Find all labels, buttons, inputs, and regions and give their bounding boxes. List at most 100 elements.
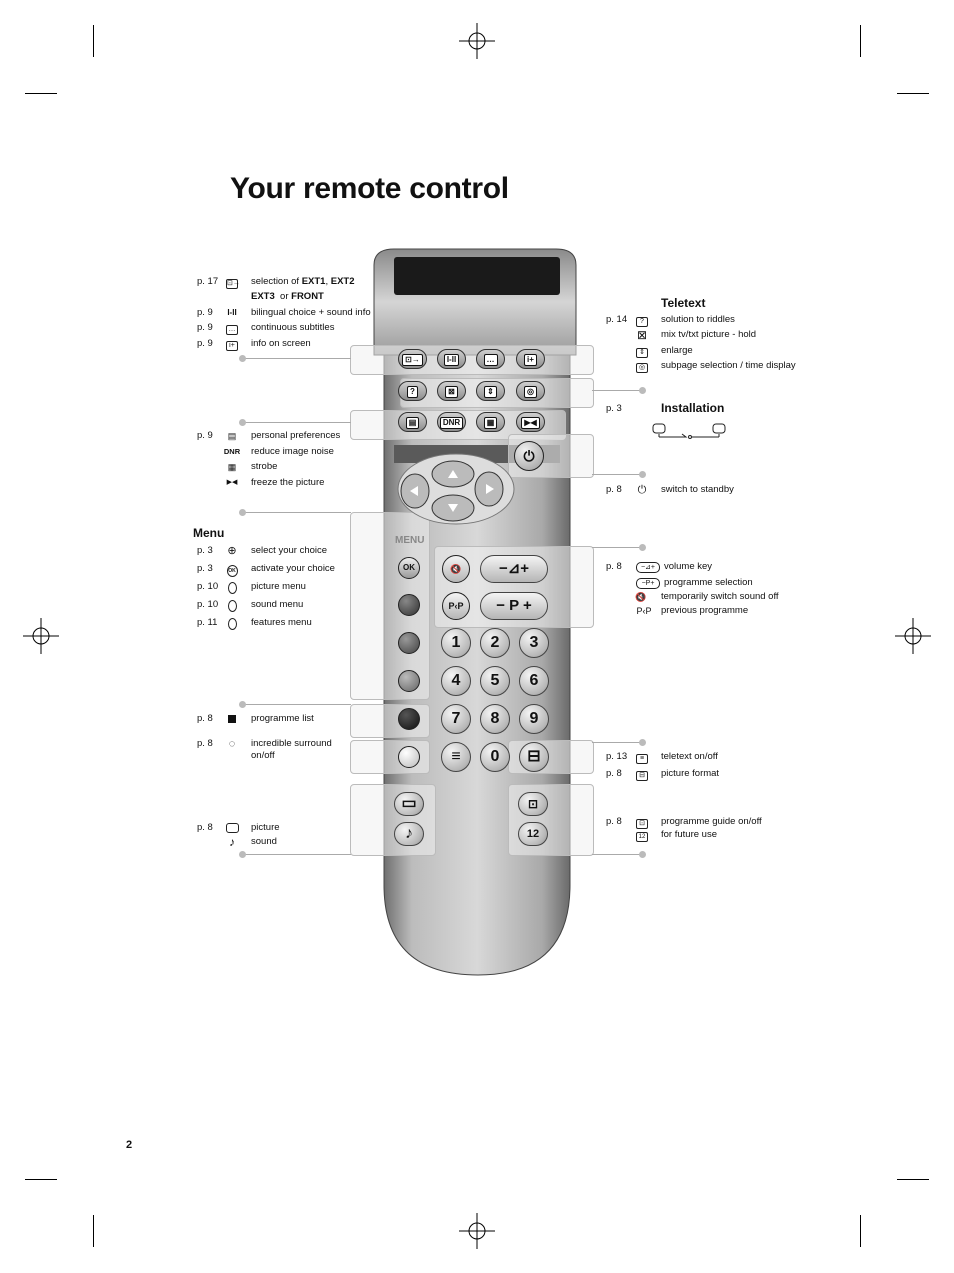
previous-programme-button[interactable]: P‹P — [442, 592, 470, 620]
digit-0-button[interactable]: 0 — [480, 742, 510, 772]
green-button[interactable] — [398, 632, 420, 654]
sound-button[interactable]: ♪ — [394, 822, 424, 846]
leader-line — [592, 474, 642, 475]
teletext-button[interactable]: ≡ — [441, 742, 471, 772]
crop-mark — [860, 1215, 861, 1247]
cursor-pad[interactable] — [396, 452, 516, 526]
leader-dot — [239, 509, 246, 516]
programme-key[interactable]: − P + — [480, 592, 548, 620]
programme-guide-icon: ⊡ — [636, 819, 648, 829]
picture-icon — [225, 823, 239, 833]
personal-preferences-button[interactable]: ▤ — [398, 412, 427, 432]
leader-dot — [639, 544, 646, 551]
mute-button[interactable]: 🔇 — [442, 555, 470, 583]
dnr-button[interactable]: DNR — [437, 412, 466, 432]
leader-line — [243, 358, 351, 359]
future-use-button[interactable]: 12 — [518, 822, 548, 846]
enlarge-button[interactable]: ⇕ — [476, 381, 505, 401]
freeze-button[interactable]: ▶◀ — [516, 412, 545, 432]
digit-2-button[interactable]: 2 — [480, 628, 510, 658]
features-menu-icon — [227, 618, 237, 630]
strobe-button[interactable]: ▦ — [476, 412, 505, 432]
crop-mark — [897, 1179, 929, 1180]
bilingual-button[interactable]: I-II — [437, 349, 466, 369]
leader-dot — [639, 471, 646, 478]
leader-dot — [239, 851, 246, 858]
leader-line — [243, 854, 351, 855]
future-use-icon: 12 — [636, 832, 648, 842]
installation-page: p. 3 — [606, 403, 622, 414]
picture-menu-icon — [227, 582, 237, 594]
bilingual-icon: I-II — [227, 308, 237, 317]
digit-9-button[interactable]: 9 — [519, 704, 549, 734]
cursor-icon: ⊕ — [227, 545, 237, 557]
installation-sequence-icon — [652, 423, 726, 439]
digit-8-button[interactable]: 8 — [480, 704, 510, 734]
enlarge-icon: ⇕ — [636, 348, 648, 358]
picture-format-icon: ⊟ — [636, 771, 648, 781]
programme-list-panel — [350, 704, 430, 738]
guide-button[interactable]: ⊡ — [518, 792, 548, 816]
picture-sound-panel — [350, 784, 436, 856]
crop-mark — [860, 25, 861, 57]
crop-mark — [897, 93, 929, 94]
digit-5-button[interactable]: 5 — [480, 666, 510, 696]
teletext-icon: ≡ — [636, 754, 648, 764]
digit-6-button[interactable]: 6 — [519, 666, 549, 696]
digit-3-button[interactable]: 3 — [519, 628, 549, 658]
ok-button[interactable]: OK — [398, 557, 420, 579]
ext-source-icon: ⊡→ — [226, 279, 240, 289]
sound-menu-icon — [227, 600, 237, 612]
registration-mark-icon — [895, 618, 931, 654]
previous-programme-icon: P‹P — [636, 606, 652, 616]
crop-mark — [93, 25, 94, 57]
programme-list-icon — [228, 715, 236, 723]
top-buttons-panel — [350, 345, 594, 375]
menu-label: MENU — [395, 535, 425, 546]
leader-line — [592, 854, 642, 855]
leader-line — [243, 422, 351, 423]
leader-dot — [639, 739, 646, 746]
mix-icon: ⊠ — [636, 328, 648, 342]
volume-icon: −⊿+ — [636, 562, 660, 573]
teletext-heading: Teletext — [661, 296, 706, 310]
picture-format-button[interactable]: ⊟ — [519, 742, 549, 772]
list-item-text: selection of EXT1, EXT2 — [251, 276, 355, 287]
digit-7-button[interactable]: 7 — [441, 704, 471, 734]
ok-icon: OK — [226, 565, 238, 577]
freeze-icon: ▶◀ — [226, 479, 238, 486]
menu-heading: Menu — [193, 526, 225, 540]
leader-line — [243, 704, 351, 705]
ext-select-button[interactable]: ⊡→ — [398, 349, 427, 369]
riddle-button[interactable]: ? — [398, 381, 427, 401]
installation-heading: Installation — [661, 401, 725, 415]
sound-icon: ♪ — [229, 835, 235, 849]
subpage-button[interactable]: ◎ — [516, 381, 545, 401]
leader-dot — [239, 701, 246, 708]
mix-button[interactable]: ⊠ — [437, 381, 466, 401]
info-icon: i+ — [226, 341, 238, 351]
red-button[interactable] — [398, 594, 420, 616]
digit-1-button[interactable]: 1 — [441, 628, 471, 658]
programme-list-button[interactable] — [398, 708, 420, 730]
programme-icon: −P+ — [636, 578, 660, 589]
leader-line — [592, 742, 642, 743]
subpage-icon: ◎ — [636, 363, 648, 373]
info-button[interactable]: i+ — [516, 349, 545, 369]
mute-icon: 🔇 — [635, 592, 647, 602]
leader-dot — [639, 387, 646, 394]
surround-button[interactable] — [398, 746, 420, 768]
picture-button[interactable]: ▭ — [394, 792, 424, 816]
digit-4-button[interactable]: 4 — [441, 666, 471, 696]
leader-line — [243, 512, 351, 513]
volume-key[interactable]: −⊿+ — [480, 555, 548, 583]
subtitles-icon: … — [226, 325, 238, 335]
standby-button[interactable]: ⏻ — [514, 441, 544, 471]
registration-mark-icon — [459, 1213, 495, 1249]
registration-mark-icon — [459, 23, 495, 59]
yellow-button[interactable] — [398, 670, 420, 692]
subtitles-button[interactable]: … — [476, 349, 505, 369]
page-title: Your remote control — [230, 172, 509, 205]
riddle-icon: ? — [636, 317, 648, 327]
crop-mark — [25, 1179, 57, 1180]
